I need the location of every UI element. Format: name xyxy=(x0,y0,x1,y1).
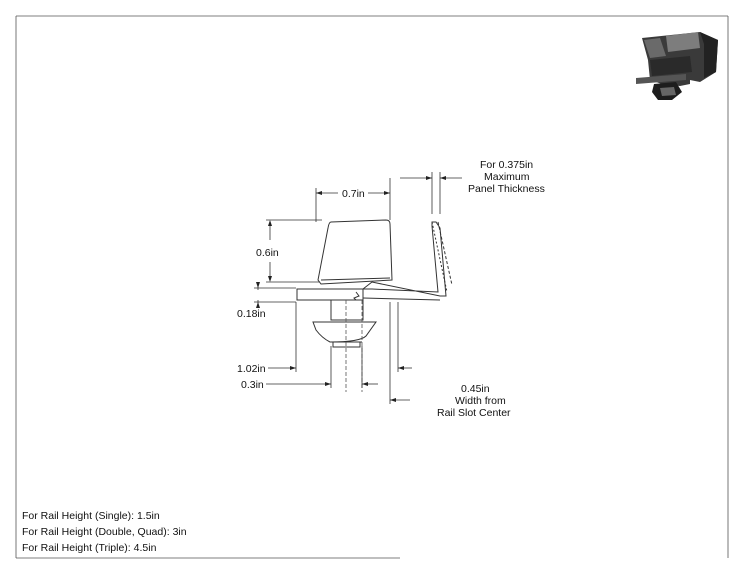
dim-slot-center-line1: Width from xyxy=(455,395,506,407)
dim-slot-center-line2: Rail Slot Center xyxy=(437,407,511,419)
dim-height-head: 0.6in xyxy=(256,247,279,259)
dim-slot-center-value: 0.45in xyxy=(461,383,490,395)
dim-stem-width: 0.3in xyxy=(241,379,264,391)
dim-flange: 0.18in xyxy=(237,308,266,320)
dimension-arrows xyxy=(256,176,446,402)
dimension-lines xyxy=(254,172,462,404)
3d-part-preview-icon xyxy=(636,32,718,100)
note-single: For Rail Height (Single): 1.5in xyxy=(22,510,160,522)
clip-head xyxy=(317,219,393,285)
panel-line3: Panel Thickness xyxy=(468,183,545,195)
spring-arm xyxy=(361,221,447,297)
note-double-quad: For Rail Height (Double, Quad): 3in xyxy=(22,526,187,538)
rail-height-notes: For Rail Height (Single): 1.5in For Rail… xyxy=(22,508,187,556)
drawing-frame xyxy=(15,15,729,559)
flange-plate xyxy=(296,288,364,301)
part-profile xyxy=(296,219,453,348)
stem xyxy=(330,299,364,321)
dim-overall-width: 1.02in xyxy=(237,363,266,375)
panel-line2: Maximum xyxy=(484,171,530,183)
dim-width-top: 0.7in xyxy=(342,188,365,200)
panel-line1: For 0.375in xyxy=(480,159,533,171)
cone-nut xyxy=(312,321,377,343)
note-triple: For Rail Height (Triple): 4.5in xyxy=(22,542,157,554)
